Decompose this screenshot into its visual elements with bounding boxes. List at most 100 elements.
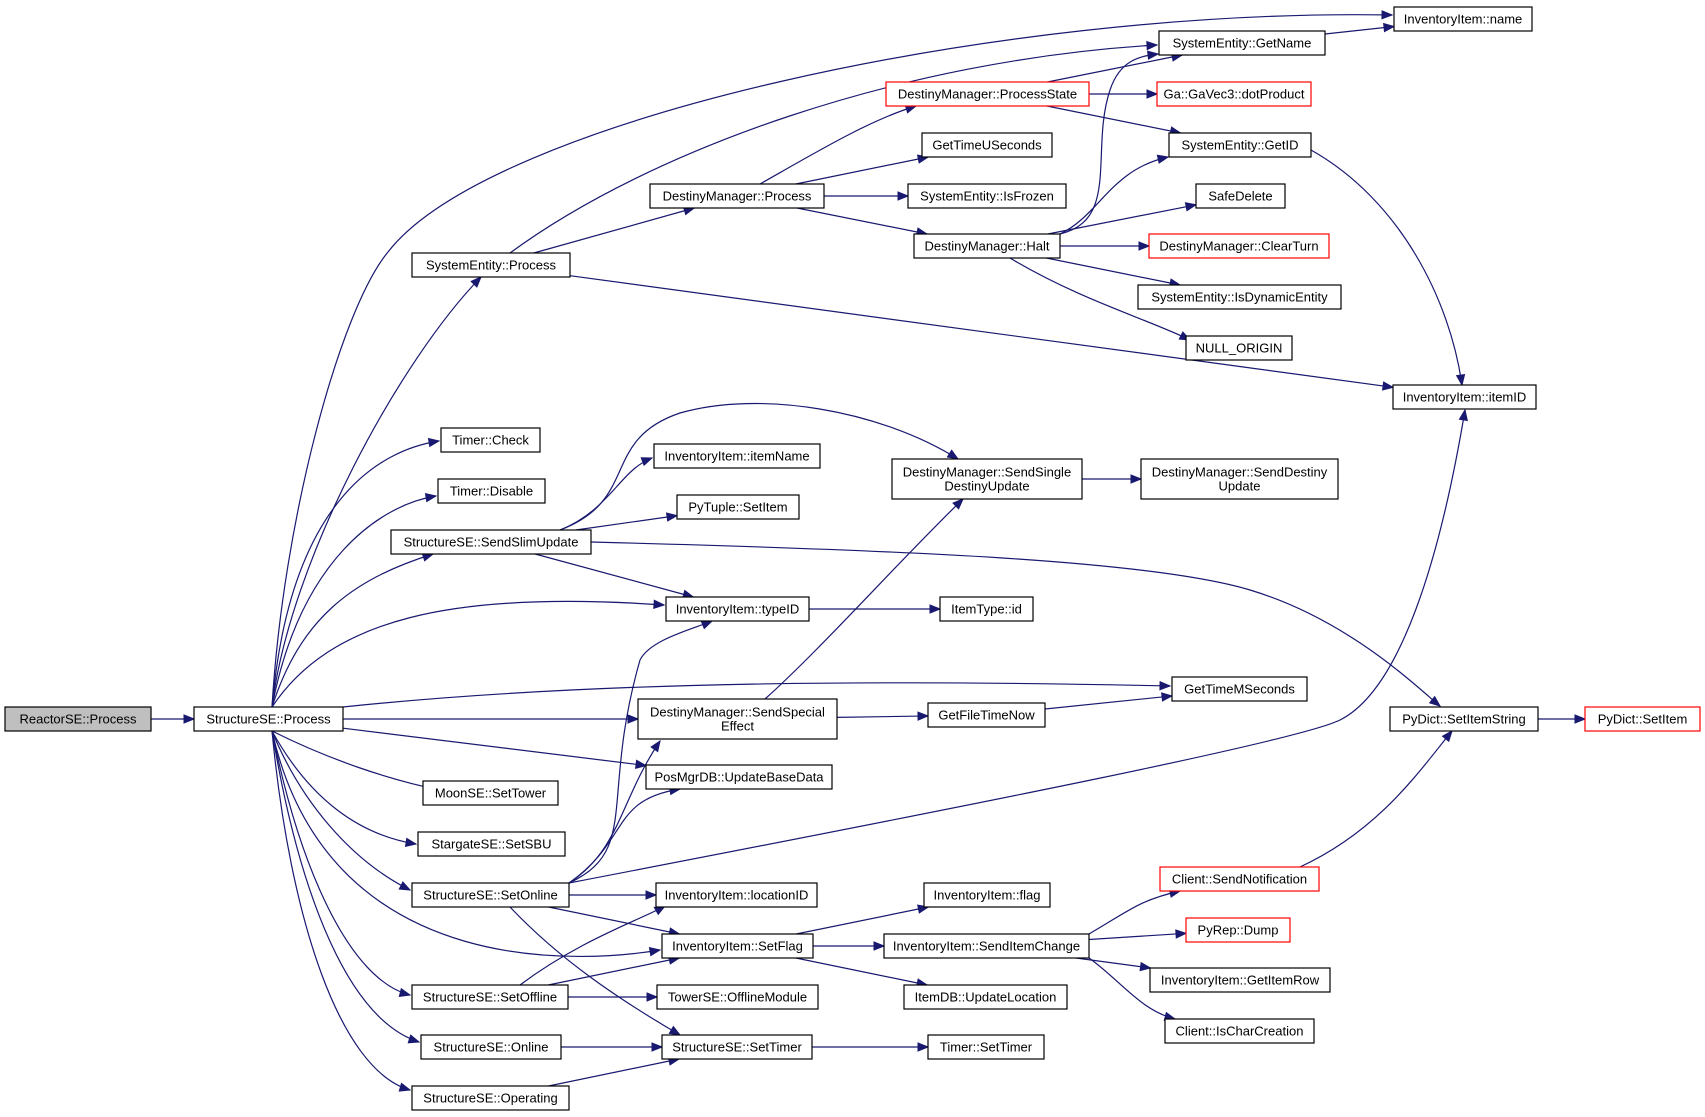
node-destinymanager-clearturn[interactable]: DestinyManager::ClearTurn (1148, 233, 1330, 259)
node-label: SystemEntity::GetName (1173, 36, 1312, 51)
node-itemdb-updatelocation[interactable]: ItemDB::UpdateLocation (903, 984, 1068, 1010)
edge-n42-to-n35 (519, 905, 667, 986)
node-stargatese-setsbu[interactable]: StargateSE::SetSBU (417, 831, 566, 857)
edge-n3-to-n12 (796, 207, 929, 237)
node-pyrep-dump[interactable]: PyRep::Dump (1185, 917, 1291, 943)
node-gettimeuseconds[interactable]: GetTimeUSeconds (921, 132, 1053, 158)
node-label: InventoryItem::flag (934, 888, 1041, 903)
node-label: GetFileTimeNow (938, 708, 1035, 723)
edge-n24-to-n25 (809, 604, 942, 614)
node-posmgrdb-updatebasedata[interactable]: PosMgrDB::UpdateBaseData (645, 764, 833, 790)
edge-n1-to-n18 (271, 492, 438, 708)
node-safedelete[interactable]: SafeDelete (1195, 183, 1286, 209)
edge-n39-to-n37 (1088, 888, 1182, 935)
edge-n1-to-n17 (271, 437, 441, 708)
node-timer-disable[interactable]: Timer::Disable (437, 478, 546, 504)
node-towerse-offlinemodule[interactable]: TowerSE::OfflineModule (656, 984, 819, 1010)
node-label: SystemEntity::IsFrozen (920, 189, 1054, 204)
node-pydict-setitemstring[interactable]: PyDict::SetItemString (1389, 706, 1539, 732)
node-label: InventoryItem::name (1404, 12, 1523, 27)
node-destinymanager-halt[interactable]: DestinyManager::Halt (913, 233, 1061, 259)
node-structurese-process[interactable]: StructureSE::Process (193, 706, 344, 732)
edge-n38-to-n44 (795, 957, 929, 988)
edge-n29-to-n30 (1538, 714, 1587, 724)
node-label: Timer::Disable (450, 484, 533, 499)
node-label: StructureSE::Operating (423, 1091, 557, 1106)
edge-n1-to-n27 (343, 714, 640, 724)
edge-n1-to-n33 (271, 730, 418, 848)
node-structurese-setoffline[interactable]: StructureSE::SetOffline (411, 984, 569, 1010)
edge-n27-to-n28 (836, 711, 930, 721)
node-structurese-settimer[interactable]: StructureSE::SetTimer (661, 1034, 813, 1060)
node-systementity-process[interactable]: SystemEntity::Process (411, 252, 571, 278)
edge-n1-to-n6 (271, 10, 1394, 708)
node-client-sendnotification[interactable]: Client::SendNotification (1159, 866, 1320, 892)
node-label: Client::SendNotification (1172, 872, 1307, 887)
edge-n42-to-n43 (568, 992, 659, 1002)
node-inventoryitem-senditemchange[interactable]: InventoryItem::SendItemChange (883, 933, 1090, 959)
node-label: StructureSE::SetOnline (423, 888, 557, 903)
node-label: DestinyUpdate (944, 479, 1029, 494)
node-inventoryitem-itemid[interactable]: InventoryItem::itemID (1392, 384, 1537, 410)
edge-n19-to-n29 (590, 541, 1442, 707)
node-label: PyTuple::SetItem (688, 500, 787, 515)
node-label: PyDict::SetItemString (1402, 712, 1526, 727)
edge-n1-to-n31 (342, 727, 648, 769)
node-inventoryitem-getitemrow[interactable]: InventoryItem::GetItemRow (1149, 967, 1331, 993)
node-timer-settimer[interactable]: Timer::SetTimer (927, 1034, 1045, 1060)
node-client-ischarcreation[interactable]: Client::IsCharCreation (1164, 1018, 1315, 1044)
node-structurese-sendslimupdate[interactable]: StructureSE::SendSlimUpdate (390, 529, 592, 555)
node-inventoryitem-typeid[interactable]: InventoryItem::typeID (665, 596, 810, 622)
node-systementity-getid[interactable]: SystemEntity::GetID (1168, 132, 1312, 158)
node-label: ReactorSE::Process (19, 712, 137, 727)
node-itemtype-id[interactable]: ItemType::id (939, 596, 1034, 622)
node-label: ItemDB::UpdateLocation (915, 990, 1057, 1005)
node-pytuple-setitem[interactable]: PyTuple::SetItem (676, 494, 800, 520)
node-structurese-setonline[interactable]: StructureSE::SetOnline (411, 882, 570, 908)
node-inventoryitem-setflag[interactable]: InventoryItem::SetFlag (661, 933, 814, 959)
node-systementity-isdynamicentity[interactable]: SystemEntity::IsDynamicEntity (1137, 284, 1342, 310)
node-gettimemseconds[interactable]: GetTimeMSeconds (1171, 676, 1308, 702)
edge-n39-to-n41 (1075, 957, 1152, 972)
node-moonse-settower[interactable]: MoonSE::SetTower (422, 780, 559, 806)
node-label: SystemEntity::Process (426, 258, 557, 273)
node-destinymanager-process[interactable]: DestinyManager::Process (649, 183, 825, 209)
edge-n2-to-n5 (509, 40, 1159, 254)
node-destinymanager-processstate[interactable]: DestinyManager::ProcessState (885, 81, 1090, 107)
node-label: Update (1219, 479, 1261, 494)
node-ga-gavec3-dotproduct[interactable]: Ga::GaVec3::dotProduct (1156, 81, 1312, 107)
node-label: DestinyManager::SendSpecial (650, 705, 825, 720)
node-label: StructureSE::SetTimer (672, 1040, 802, 1055)
node-inventoryitem-name[interactable]: InventoryItem::name (1393, 6, 1533, 32)
edge-n28-to-n26 (1044, 692, 1174, 710)
node-pydict-setitem[interactable]: PyDict::SetItem (1584, 706, 1701, 732)
edge-n46-to-n47 (561, 1042, 664, 1052)
node-null-origin[interactable]: NULL_ORIGIN (1185, 335, 1293, 361)
edge-n2-to-n3 (533, 206, 696, 254)
node-label: InventoryItem::itemID (1403, 390, 1527, 405)
edge-n19-to-n21 (575, 512, 679, 531)
node-structurese-operating[interactable]: StructureSE::Operating (411, 1085, 570, 1111)
edge-n34-to-n9 (568, 408, 1468, 884)
node-label: SystemEntity::IsDynamicEntity (1151, 290, 1328, 305)
node-systementity-getname[interactable]: SystemEntity::GetName (1158, 30, 1326, 56)
node-inventoryitem-flag[interactable]: InventoryItem::flag (923, 882, 1051, 908)
node-getfiletimenow[interactable]: GetFileTimeNow (927, 702, 1046, 728)
node-inventoryitem-itemname[interactable]: InventoryItem::itemName (653, 443, 821, 469)
node-label: StructureSE::Online (434, 1040, 549, 1055)
node-timer-check[interactable]: Timer::Check (440, 427, 541, 453)
edge-n1-to-n24 (271, 599, 666, 708)
edge-n2-to-n9 (569, 275, 1395, 391)
edge-n3-to-n11 (824, 191, 910, 201)
edge-n12-to-n15 (1046, 257, 1182, 288)
edge-n3-to-n10 (795, 154, 930, 185)
node-inventoryitem-locationid[interactable]: InventoryItem::locationID (655, 882, 818, 908)
node-systementity-isfrozen[interactable]: SystemEntity::IsFrozen (907, 183, 1067, 209)
node-label: InventoryItem::GetItemRow (1161, 973, 1320, 988)
node-structurese-online[interactable]: StructureSE::Online (420, 1034, 562, 1060)
edge-n12-to-n14 (1060, 241, 1151, 251)
edge-n34-to-n47 (509, 906, 682, 1036)
